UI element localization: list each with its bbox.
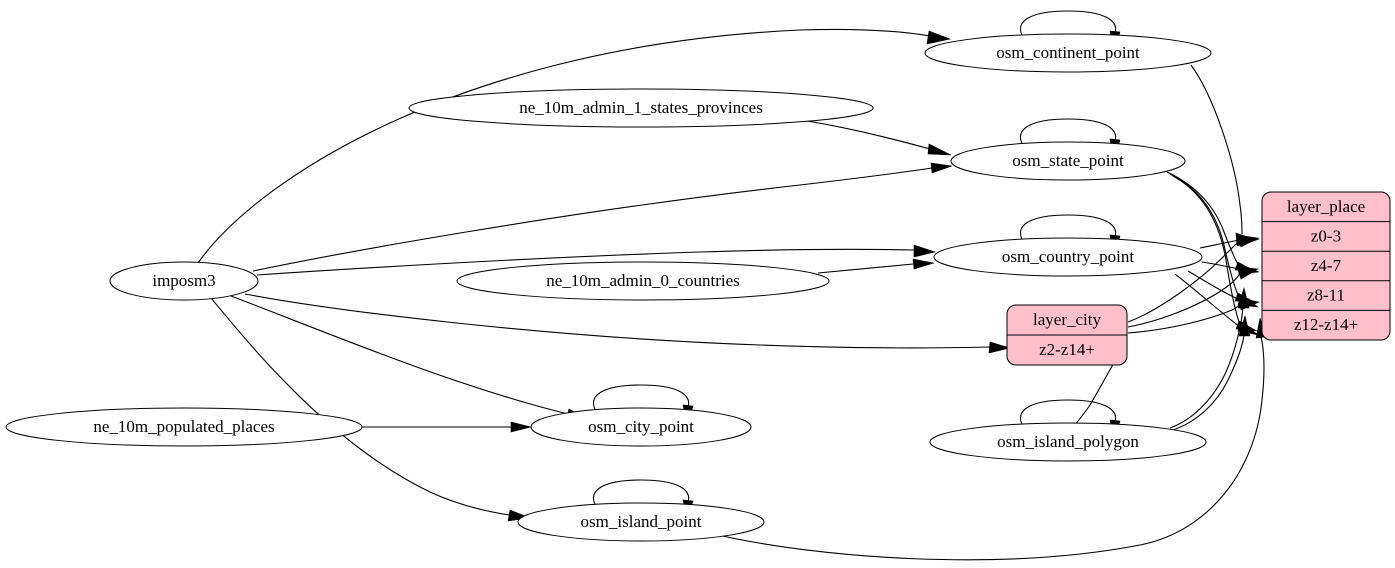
record-layer_place[interactable]: layer_place z0-3 z4-7 z8-11 z12-z14+: [1261, 191, 1391, 341]
node-osm_city_point[interactable]: osm_city_point: [530, 407, 752, 447]
edge-imposm3-to-osm_continent_point: [197, 28, 952, 264]
edge-imposm3-to-osm_state_point: [252, 162, 953, 272]
node-imposm3[interactable]: imposm3: [109, 261, 259, 301]
edge-imposm3-to-layer_city: [244, 293, 1012, 354]
node-osm_state_point[interactable]: osm_state_point: [950, 141, 1186, 181]
edge-osm_island_polygon-to-layer_place-z12-z14: [1172, 314, 1251, 431]
node-osm_country_point[interactable]: osm_country_point: [933, 237, 1203, 277]
edge-osm_continent_point-to-layer_place-z0-3: [1190, 64, 1257, 247]
edge-ne_states-to-osm_state_point: [806, 120, 952, 156]
edge-osm_island_polygon-to-layer_place-z8-11: [1169, 286, 1250, 429]
edge-imposm3-to-osm_city_point: [230, 295, 590, 421]
node-osm_island_polygon[interactable]: osm_island_polygon: [929, 422, 1207, 462]
edge-ne_populated-to-osm_city_point: [362, 421, 532, 433]
node-osm_continent_point[interactable]: osm_continent_point: [924, 33, 1212, 73]
node-ne_10m_admin_1_states_provinces[interactable]: ne_10m_admin_1_states_provinces: [408, 88, 874, 128]
node-osm_island_point[interactable]: osm_island_point: [517, 502, 765, 542]
node-ne_10m_populated_places[interactable]: ne_10m_populated_places: [5, 407, 363, 447]
record-layer_city[interactable]: layer_city z2-z14+: [1006, 304, 1128, 366]
edge-ne_countries-to-osm_country_point: [817, 258, 935, 274]
edge-layer_city-to-layer_place-z0-3: [1127, 234, 1259, 323]
node-ne_10m_admin_0_countries[interactable]: ne_10m_admin_0_countries: [456, 261, 830, 301]
edge-imposm3-to-osm_country_point: [256, 244, 937, 276]
nodes-layer: imposm3 ne_10m_admin_1_states_provinces …: [5, 33, 1212, 542]
edge-layer_city-to-layer_place-z4-7: [1127, 266, 1259, 328]
